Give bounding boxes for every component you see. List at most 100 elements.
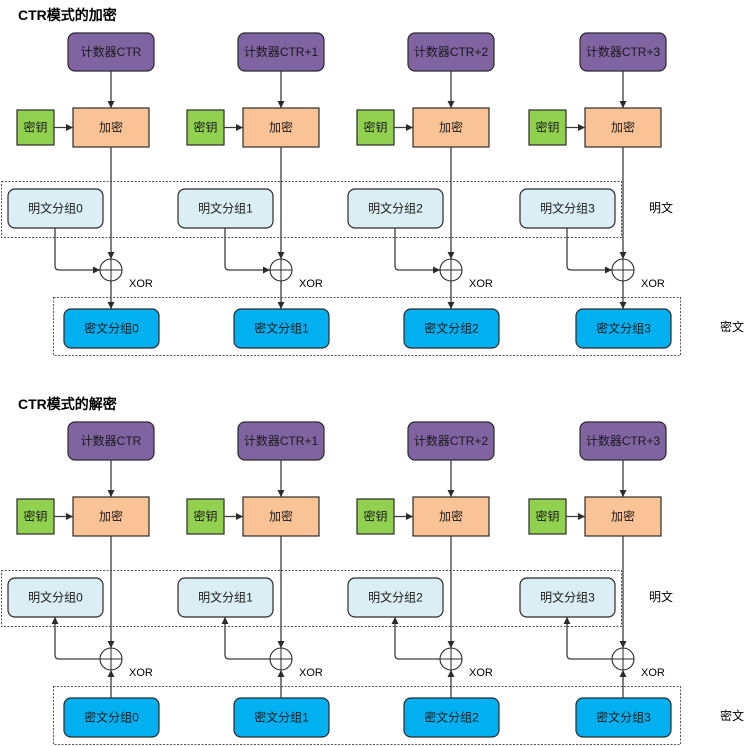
plaintext-block-label: 明文分组0 xyxy=(28,201,83,216)
plaintext-to-xor-arrow xyxy=(566,228,612,274)
encrypt-box[interactable]: 加密 xyxy=(72,107,150,148)
encrypt-box[interactable]: 加密 xyxy=(412,496,490,537)
ciphertext-group-label: 密文 xyxy=(720,319,744,334)
key-box[interactable]: 密钥 xyxy=(186,109,225,146)
encrypt-box[interactable]: 加密 xyxy=(412,107,490,148)
key-box-shape xyxy=(528,109,567,146)
ciphertext-block[interactable]: 密文分组3 xyxy=(575,308,672,349)
key-box[interactable]: 密钥 xyxy=(16,109,55,146)
plaintext-group-border xyxy=(1,181,622,238)
plaintext-block[interactable]: 明文分组2 xyxy=(347,188,444,229)
section-title: CTR模式的解密 xyxy=(18,396,117,412)
counter-box-label: 计数器CTR+2 xyxy=(414,433,489,448)
encrypt-box-label: 加密 xyxy=(99,120,123,135)
key-box[interactable]: 密钥 xyxy=(356,498,395,535)
key-box-label: 密钥 xyxy=(193,120,217,135)
encrypt-box-label: 加密 xyxy=(269,120,293,135)
key-box-shape xyxy=(16,109,55,146)
encrypt-box[interactable]: 加密 xyxy=(584,107,662,148)
plaintext-block-label: 明文分组0 xyxy=(28,590,83,605)
key-box[interactable]: 密钥 xyxy=(356,109,395,146)
counter-box[interactable]: 计数器CTR+3 xyxy=(579,32,667,72)
ciphertext-block-label: 密文分组0 xyxy=(84,710,139,725)
counter-box[interactable]: 计数器CTR xyxy=(67,32,155,72)
plaintext-block-label: 明文分组3 xyxy=(540,201,595,216)
ciphertext-block[interactable]: 密文分组1 xyxy=(233,308,330,349)
plaintext-to-xor-arrow xyxy=(394,228,440,274)
encrypt-box-label: 加密 xyxy=(99,509,123,524)
ciphertext-block-label: 密文分组3 xyxy=(596,710,651,725)
plaintext-block-label: 明文分组3 xyxy=(540,590,595,605)
xor-node xyxy=(269,258,293,282)
plaintext-block[interactable]: 明文分组1 xyxy=(177,577,274,618)
ciphertext-group-border xyxy=(53,686,681,745)
encrypt-box-shape xyxy=(412,107,490,148)
key-box[interactable]: 密钥 xyxy=(528,109,567,146)
counter-box-label: 计数器CTR+1 xyxy=(244,433,319,448)
key-box-shape xyxy=(16,498,55,535)
key-box-shape xyxy=(186,109,225,146)
encrypt-box-label: 加密 xyxy=(269,509,293,524)
encrypt-box-shape xyxy=(242,107,320,148)
xor-node xyxy=(99,647,123,671)
counter-box[interactable]: 计数器CTR+2 xyxy=(407,32,495,72)
key-box[interactable]: 密钥 xyxy=(16,498,55,535)
ciphertext-group-label: 密文 xyxy=(720,708,744,723)
counter-box[interactable]: 计数器CTR+1 xyxy=(237,32,325,72)
ciphertext-block[interactable]: 密文分组2 xyxy=(403,697,500,738)
counter-box[interactable]: 计数器CTR xyxy=(67,421,155,461)
ciphertext-block[interactable]: 密文分组3 xyxy=(575,697,672,738)
key-box[interactable]: 密钥 xyxy=(528,498,567,535)
key-box-label: 密钥 xyxy=(363,120,387,135)
encrypt-box-shape xyxy=(72,496,150,537)
plaintext-group-border xyxy=(1,570,622,627)
encrypt-box-shape xyxy=(72,107,150,148)
xor-to-plaintext-arrow xyxy=(563,617,612,660)
plaintext-group-label: 明文 xyxy=(649,200,673,215)
counter-box[interactable]: 计数器CTR+1 xyxy=(237,421,325,461)
ciphertext-block-label: 密文分组1 xyxy=(254,321,309,336)
encrypt-box[interactable]: 加密 xyxy=(242,107,320,148)
diagram-root: CTR模式的加密明文密文计数器CTR加密密钥明文分组0密文分组0XOR计数器CT… xyxy=(1,7,744,745)
decryption-section: CTR模式的解密明文密文计数器CTR加密密钥明文分组0密文分组0XOR计数器CT… xyxy=(1,396,744,745)
counter-box[interactable]: 计数器CTR+2 xyxy=(407,421,495,461)
encrypt-box-label: 加密 xyxy=(439,509,463,524)
xor-label: XOR xyxy=(129,278,153,290)
encrypt-box-label: 加密 xyxy=(611,120,635,135)
encrypt-box[interactable]: 加密 xyxy=(242,496,320,537)
xor-node xyxy=(439,647,463,671)
plaintext-block[interactable]: 明文分组3 xyxy=(519,188,616,229)
plaintext-block[interactable]: 明文分组2 xyxy=(347,577,444,618)
plaintext-block[interactable]: 明文分组1 xyxy=(177,188,274,229)
encrypt-box-shape xyxy=(584,107,662,148)
ciphertext-block[interactable]: 密文分组0 xyxy=(63,308,160,349)
ciphertext-block[interactable]: 密文分组2 xyxy=(403,308,500,349)
ciphertext-block-label: 密文分组2 xyxy=(424,710,479,725)
encrypt-box[interactable]: 加密 xyxy=(584,496,662,537)
plaintext-block[interactable]: 明文分组3 xyxy=(519,577,616,618)
xor-to-plaintext-arrow xyxy=(221,617,270,660)
key-box[interactable]: 密钥 xyxy=(186,498,225,535)
encrypt-box-label: 加密 xyxy=(439,120,463,135)
xor-label: XOR xyxy=(641,667,665,679)
counter-box[interactable]: 计数器CTR+3 xyxy=(579,421,667,461)
plaintext-block[interactable]: 明文分组0 xyxy=(7,188,104,229)
plaintext-block[interactable]: 明文分组0 xyxy=(7,577,104,618)
xor-label: XOR xyxy=(129,667,153,679)
ciphertext-block[interactable]: 密文分组0 xyxy=(63,697,160,738)
counter-box-label: 计数器CTR xyxy=(81,44,142,59)
ciphertext-block[interactable]: 密文分组1 xyxy=(233,697,330,738)
encrypt-box[interactable]: 加密 xyxy=(72,496,150,537)
ciphertext-block-label: 密文分组3 xyxy=(596,321,651,336)
plaintext-to-xor-arrow xyxy=(54,228,100,274)
xor-label: XOR xyxy=(299,278,323,290)
plaintext-block-label: 明文分组1 xyxy=(198,590,253,605)
